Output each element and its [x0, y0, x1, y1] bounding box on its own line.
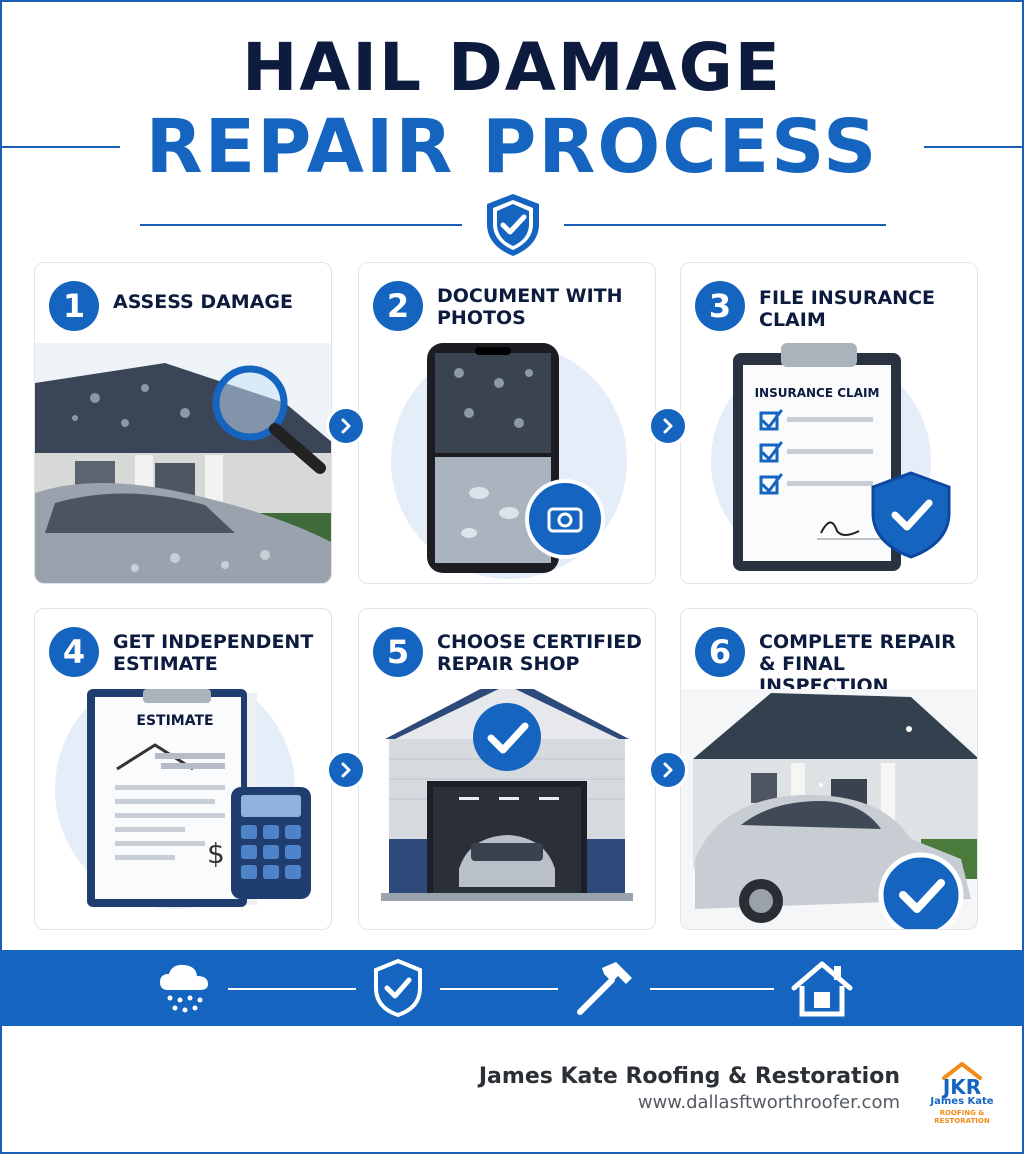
step-number-3: 3: [695, 281, 745, 331]
title-rule-right: [924, 146, 1024, 148]
phone-camera-illustration: [391, 343, 627, 579]
step-arrow-5-6: [648, 750, 688, 790]
company-name: James Kate Roofing & Restoration: [478, 1064, 900, 1089]
step-number-2: 2: [373, 281, 423, 331]
step-label-1: ASSESS DAMAGE: [113, 291, 293, 313]
step-card-4: 4 GET INDEPENDENT ESTIMATE ESTIMATE $: [34, 608, 332, 930]
house-icon: [791, 961, 853, 1017]
footer-icon-band: [0, 950, 1024, 1026]
band-divider-3: [650, 988, 774, 990]
step-label-2: DOCUMENT WITH PHOTOS: [437, 285, 623, 329]
hail-cloud-icon: [160, 964, 208, 1013]
shield-check-icon: [487, 194, 539, 256]
step-arrow-1-2: [326, 406, 366, 446]
logo-name: James Kate: [930, 1096, 994, 1107]
logo-letters: JKR: [941, 1075, 981, 1099]
step-number-1: 1: [49, 281, 99, 331]
chevron-right-icon: [663, 418, 673, 434]
step-card-3: 3 FILE INSURANCE CLAIM INSURANCE CLAIM: [680, 262, 978, 584]
step-label-4: GET INDEPENDENT ESTIMATE: [113, 631, 314, 675]
step-card-2: 2 DOCUMENT WITH PHOTOS: [358, 262, 656, 584]
step-label-5: CHOOSE CERTIFIED REPAIR SHOP: [437, 631, 642, 675]
title-line-2: REPAIR PROCESS: [145, 104, 879, 190]
title-line-1: HAIL DAMAGE: [242, 29, 782, 106]
repaired-house-car-illustration: [681, 689, 977, 929]
step-card-1: 1 ASSESS DAMAGE: [34, 262, 332, 584]
company-website[interactable]: www.dallasftworthroofer.com: [637, 1092, 900, 1113]
clipboard-claim-illustration: INSURANCE CLAIM: [711, 343, 951, 571]
chevron-right-icon: [341, 418, 351, 434]
band-divider-2: [440, 988, 558, 990]
company-logo: JKR: [941, 1062, 982, 1099]
dollar-sign-icon: $: [207, 837, 225, 870]
step-arrow-4-5: [326, 750, 366, 790]
band-divider-1: [228, 988, 356, 990]
clipboard-title: INSURANCE CLAIM: [755, 386, 880, 400]
garage-check-illustration: [381, 689, 633, 901]
step-label-6: COMPLETE REPAIR & FINAL INSPECTION: [759, 631, 956, 697]
chevron-right-icon: [663, 762, 673, 778]
step-card-5: 5 CHOOSE CERTIFIED REPAIR SHOP: [358, 608, 656, 930]
step-number-5: 5: [373, 627, 423, 677]
title-rule-left: [0, 146, 120, 148]
step-label-3: FILE INSURANCE CLAIM: [759, 287, 935, 331]
shield-check-icon: [374, 958, 422, 1018]
step-number-4: 4: [49, 627, 99, 677]
step-arrow-2-3: [648, 406, 688, 446]
logo-subtitle: ROOFING & RESTORATION: [934, 1109, 990, 1125]
hammer-icon: [577, 962, 632, 1015]
estimate-calculator-illustration: ESTIMATE $: [55, 689, 311, 909]
estimate-title: ESTIMATE: [136, 713, 213, 729]
house-car-magnifier-illustration: [35, 343, 331, 583]
chevron-right-icon: [341, 762, 351, 778]
badge-rule-right: [564, 224, 886, 226]
badge-rule-left: [140, 224, 462, 226]
step-card-6: 6 COMPLETE REPAIR & FINAL INSPECTION: [680, 608, 978, 930]
step-number-6: 6: [695, 627, 745, 677]
